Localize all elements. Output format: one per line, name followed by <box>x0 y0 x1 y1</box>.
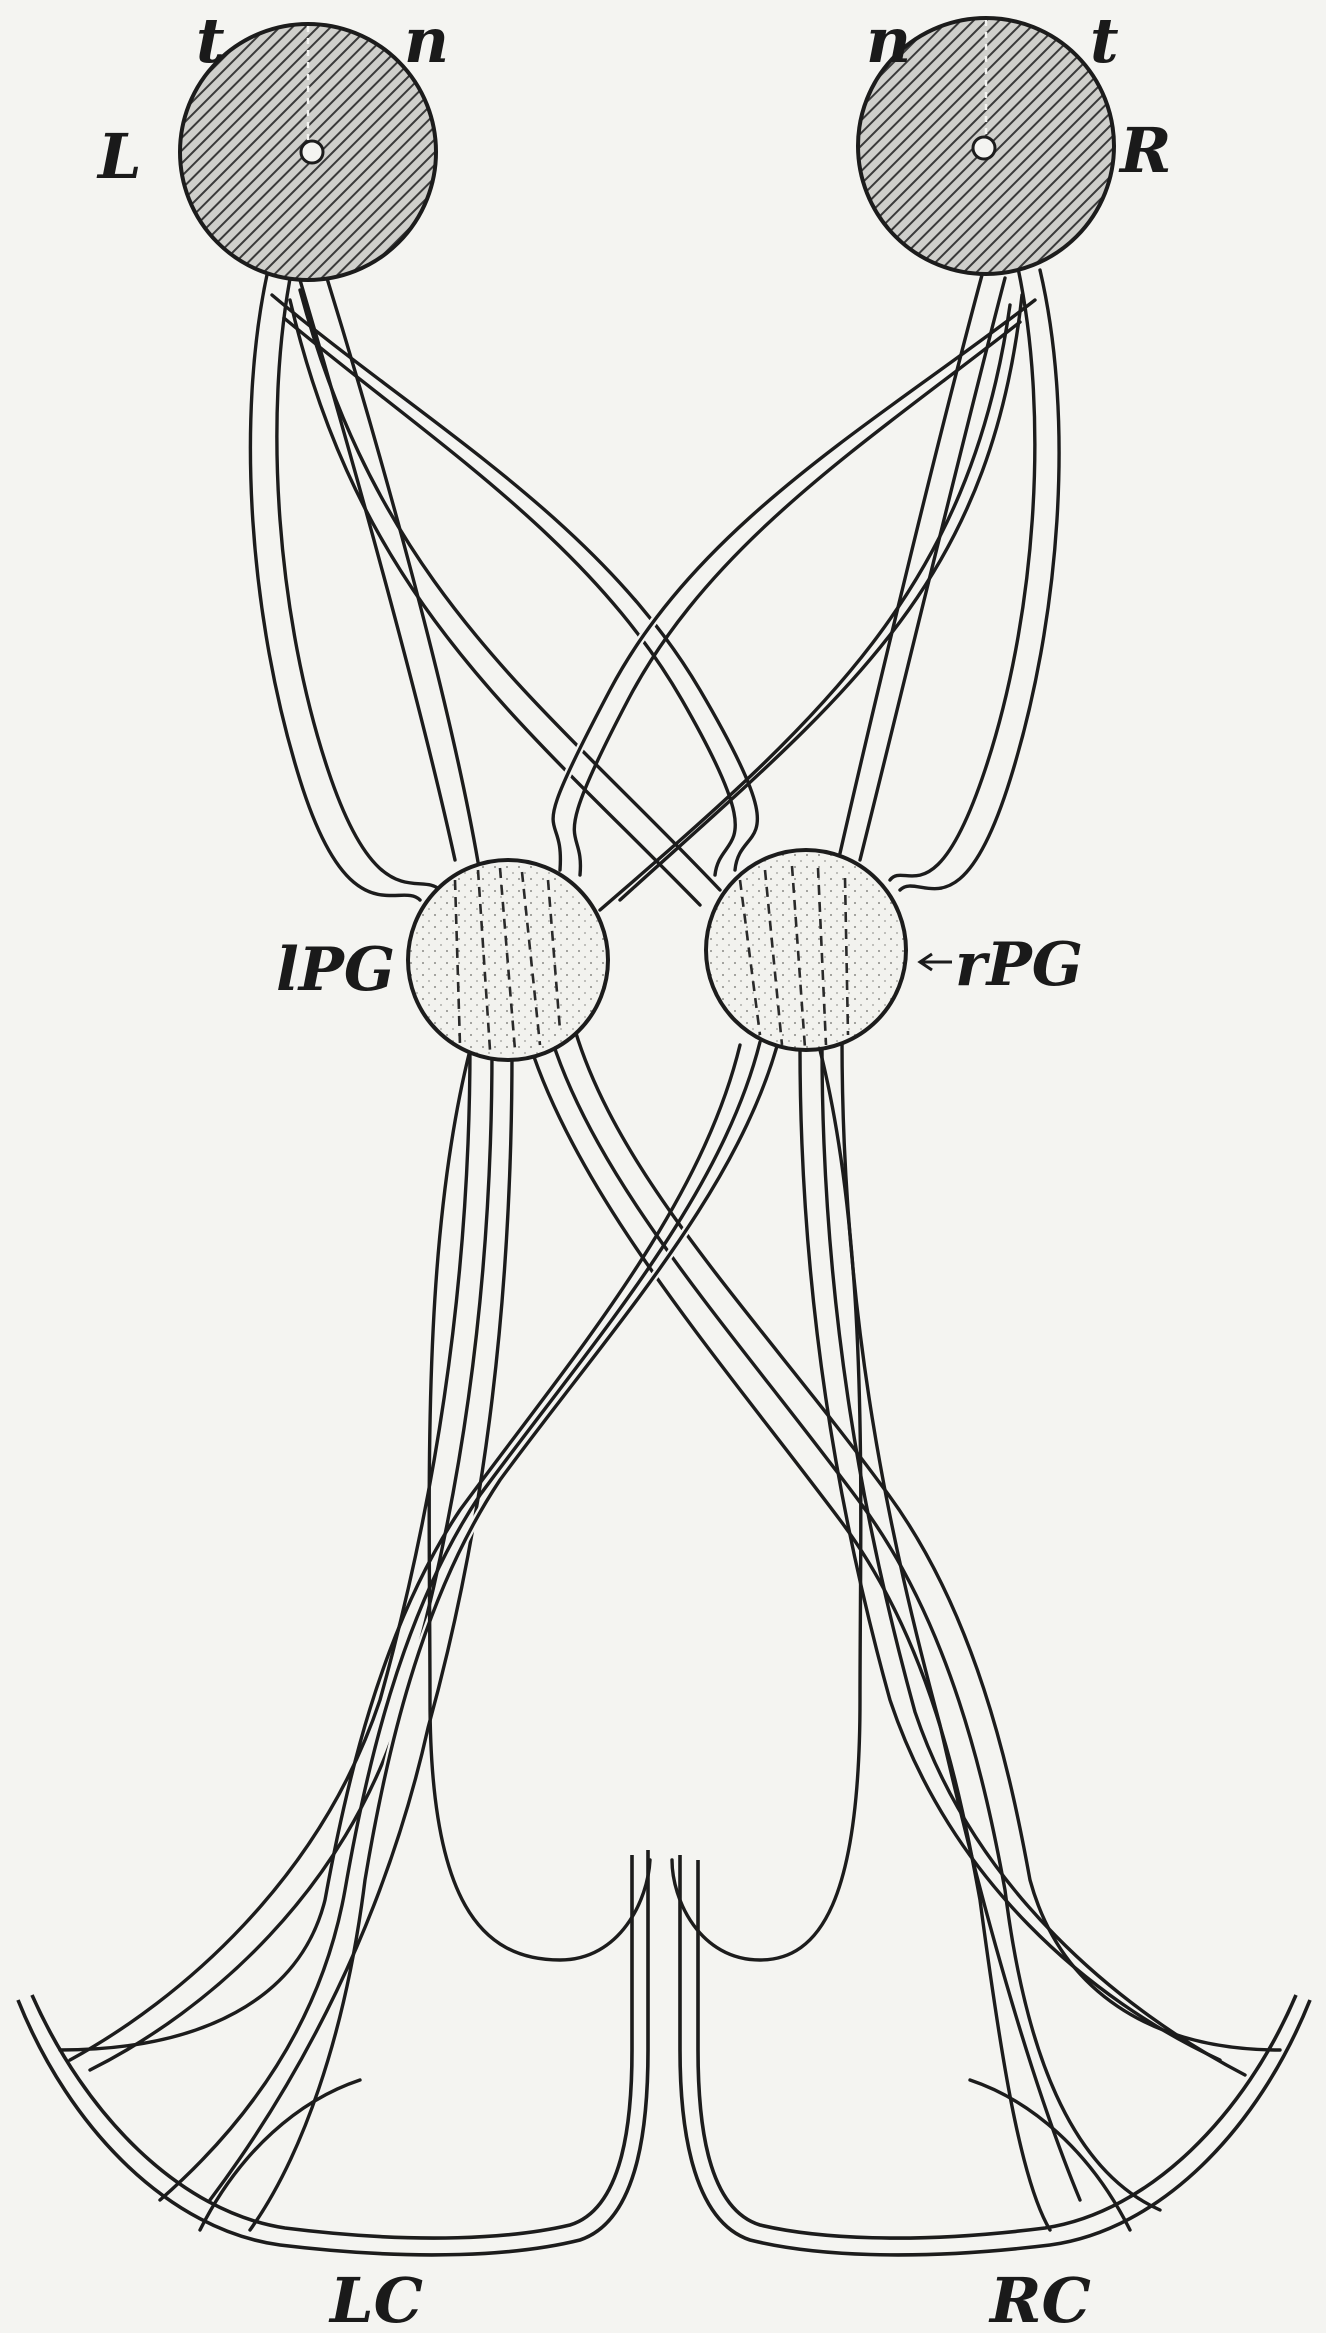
right-cortex <box>680 1855 1310 2255</box>
left-eye-label: L <box>96 120 142 193</box>
left-temporal-label: t <box>196 4 225 77</box>
left-optic-disc <box>301 141 323 163</box>
left-cortex-label: LC <box>328 2264 423 2333</box>
left-geniculate-label: lPG <box>276 935 395 1005</box>
left-geniculate-body <box>408 860 608 1060</box>
right-optic-disc <box>973 137 995 159</box>
right-temporal-label: t <box>1090 4 1119 77</box>
right-geniculate-label: rPG <box>955 930 1083 1000</box>
right-nasal-label: n <box>866 4 911 77</box>
right-geniculate-body <box>706 850 906 1050</box>
left-cortex <box>18 1850 648 2255</box>
optic-fibers <box>250 268 1059 910</box>
left-uncrossed-tract <box>250 268 478 900</box>
right-crossed-tract <box>553 295 1035 910</box>
left-nasal-label: n <box>404 4 449 77</box>
occipital-loops <box>429 1050 861 1960</box>
right-cortex-label: RC <box>988 2264 1091 2333</box>
optic-radiations <box>60 1030 1280 2230</box>
right-eye-label: R <box>1118 114 1172 187</box>
rpg-pointer-arrow <box>920 954 952 970</box>
